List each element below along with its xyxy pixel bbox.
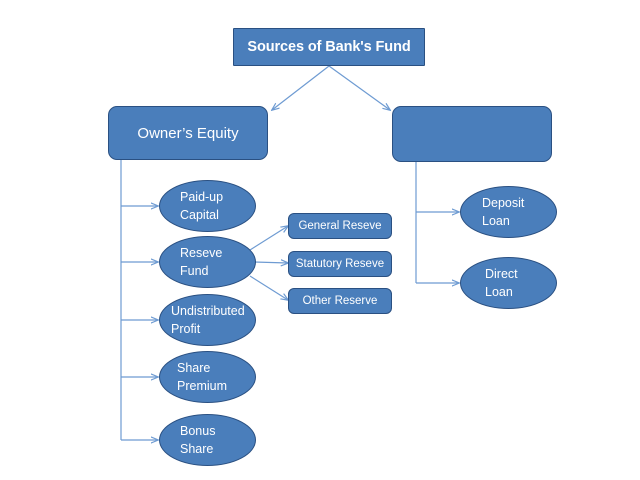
node-label: Other Reserve — [302, 295, 378, 307]
node-label-stack: Share Premium — [177, 359, 227, 395]
node-right-branch-empty[interactable] — [392, 106, 552, 162]
node-label-line1: Share — [177, 360, 211, 375]
node-statutory-reseve[interactable]: Statutory Reseve — [288, 251, 392, 277]
node-label-line2: Fund — [180, 264, 209, 278]
connector-title-to-owners-equity — [272, 65, 330, 110]
node-label: General Reseve — [298, 220, 382, 232]
node-label-line1: Bonus — [180, 423, 216, 438]
connector-reserve-fund-to-statutory-reseve — [253, 262, 288, 263]
node-label-stack: Paid-up Capital — [180, 188, 223, 224]
node-label-line1: Reseve — [180, 245, 223, 260]
node-label-stack: Bonus Share — [180, 422, 215, 458]
node-label-line1: Paid-up — [180, 189, 224, 204]
node-label: Statutory Reseve — [295, 258, 385, 270]
node-bonus-share[interactable]: Bonus Share — [159, 414, 256, 466]
node-direct-loan[interactable]: Direct Loan — [460, 257, 557, 309]
node-share-premium[interactable]: Share Premium — [159, 351, 256, 403]
connector-reserve-fund-to-other-reserve — [249, 275, 288, 300]
node-sources-of-banks-fund[interactable]: Sources of Bank's Fund — [233, 28, 425, 66]
node-label: Sources of Bank's Fund — [247, 39, 411, 55]
node-label-line2: Loan — [485, 285, 513, 299]
node-owners-equity[interactable]: Owner’s Equity — [108, 106, 268, 160]
node-general-reseve[interactable]: General Reseve — [288, 213, 392, 239]
node-label-line2: Premium — [177, 379, 228, 393]
node-label-line1: Deposit — [482, 195, 525, 210]
node-label-line2: Loan — [482, 214, 510, 228]
node-label-line2: Share — [180, 442, 214, 456]
node-undistributed-profit[interactable]: Undistributed Profit — [159, 294, 256, 346]
node-reseve-fund[interactable]: Reseve Fund — [159, 236, 256, 288]
node-deposit-loan[interactable]: Deposit Loan — [460, 186, 557, 238]
node-label-stack: Deposit Loan — [482, 194, 524, 230]
node-label-stack: Undistributed Profit — [171, 302, 245, 338]
connector-title-to-right-branch — [328, 65, 390, 110]
node-other-reserve[interactable]: Other Reserve — [288, 288, 392, 314]
node-label: Owner’s Equity — [137, 124, 239, 142]
node-label-stack: Direct Loan — [485, 265, 518, 301]
node-paid-up-capital[interactable]: Paid-up Capital — [159, 180, 256, 232]
node-label-stack: Reseve Fund — [180, 244, 222, 280]
connector-reserve-fund-to-general-reseve — [249, 226, 288, 251]
node-label-line1: Undistributed — [171, 303, 245, 318]
node-label-line1: Direct — [485, 266, 518, 281]
node-label-line2: Profit — [171, 322, 201, 336]
node-label-line2: Capital — [180, 208, 219, 222]
